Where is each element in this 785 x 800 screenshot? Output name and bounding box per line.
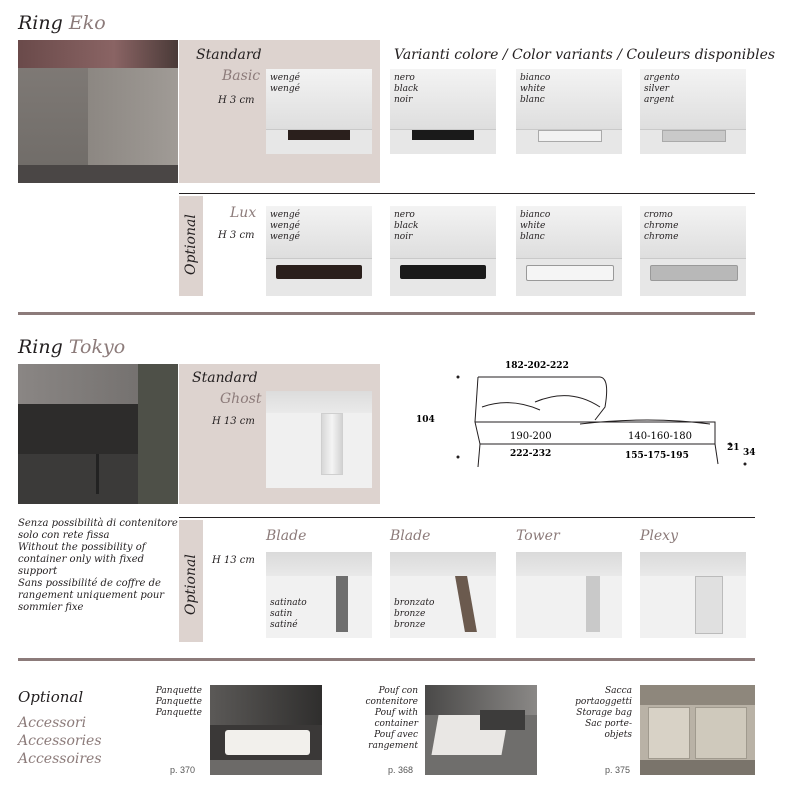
tokyo-divider [179,517,755,518]
sacca-photo [640,685,755,775]
accessory-panquette-page: p. 370 [170,765,196,775]
accessories-sub: Accessori Accessories Accessoires [18,715,102,767]
dim-bottom-right: 155-175-195 [625,451,689,461]
accessory-sacca-text: Sacca portaoggetti Storage bag Sac porte… [575,686,632,740]
tokyo-ghost-label: Ghost [220,391,262,407]
leg-shape [586,576,600,632]
dim-height: 104 [416,415,435,425]
dim-bottom-left: 222-232 [510,449,551,459]
leg-shape [695,576,723,634]
eko-basic-label: Basic [222,68,261,84]
tokyo-optional-height: H 13 cm [212,555,255,566]
accessory-pouf-page: p. 368 [388,765,414,775]
section1-title: Ring Eko [18,12,106,34]
ghost-foot-swatch [266,391,372,488]
foot-name: Blade [390,528,431,544]
foot-shape [526,265,614,282]
accessory-pouf-text: Pouf con contenitore Pouf with container… [365,686,418,751]
section2-rule [18,658,755,661]
foot-shape [662,130,726,143]
bed-dimension-drawing: 182-202-222 104 190-200 140-160-180 222-… [416,361,756,468]
tokyo-note: Senza possibilità di contenitore solo co… [18,518,178,613]
eko-optional-panel [179,196,203,296]
section2-title: Ring Tokyo [18,336,126,358]
accessories-title: Optional [18,688,84,706]
foot-name: Tower [516,528,560,544]
eko-lux-label: Lux [230,205,257,221]
tokyo-bed-photo [18,364,178,504]
tokyo-optional-label: Optional [183,554,199,615]
tokyo-optional-panel [179,520,203,642]
leg-shape [336,576,348,632]
foot-shape [650,265,738,282]
eko-divider [179,193,755,194]
foot-swatch [640,552,746,638]
dim-top: 182-202-222 [505,361,569,371]
eko-optional-height: H 3 cm [218,230,255,241]
section1-rule [18,312,755,315]
accessory-sacca-page: p. 375 [605,765,631,775]
pouf-photo [425,685,537,775]
accessory-panquette-text: Panquette Panquette Panquette [155,686,202,718]
variants-header: Varianti colore / Color variants / Coule… [394,47,776,63]
eko-optional-label: Optional [183,214,199,275]
dim-side-a: 21 [727,443,740,453]
eko-height: H 3 cm [218,95,255,106]
foot-swatch [516,552,622,638]
eko-standard-label: Standard [196,47,262,63]
dim-inner-right: 140-160-180 [628,431,692,442]
foot-shape [412,130,474,141]
foot-name: Blade [266,528,307,544]
tokyo-standard-label: Standard [192,370,258,386]
foot-name: Plexy [640,528,678,544]
foot-shape [288,130,350,141]
foot-shape [400,265,486,280]
foot-shape [276,265,362,280]
panquette-photo [210,685,322,775]
tokyo-height: H 13 cm [212,416,255,427]
dim-inner-left: 190-200 [510,431,552,442]
eko-bed-photo [18,40,178,183]
leg-shape [455,576,477,632]
dim-side-b: 34 [743,448,756,458]
foot-shape [538,130,602,143]
